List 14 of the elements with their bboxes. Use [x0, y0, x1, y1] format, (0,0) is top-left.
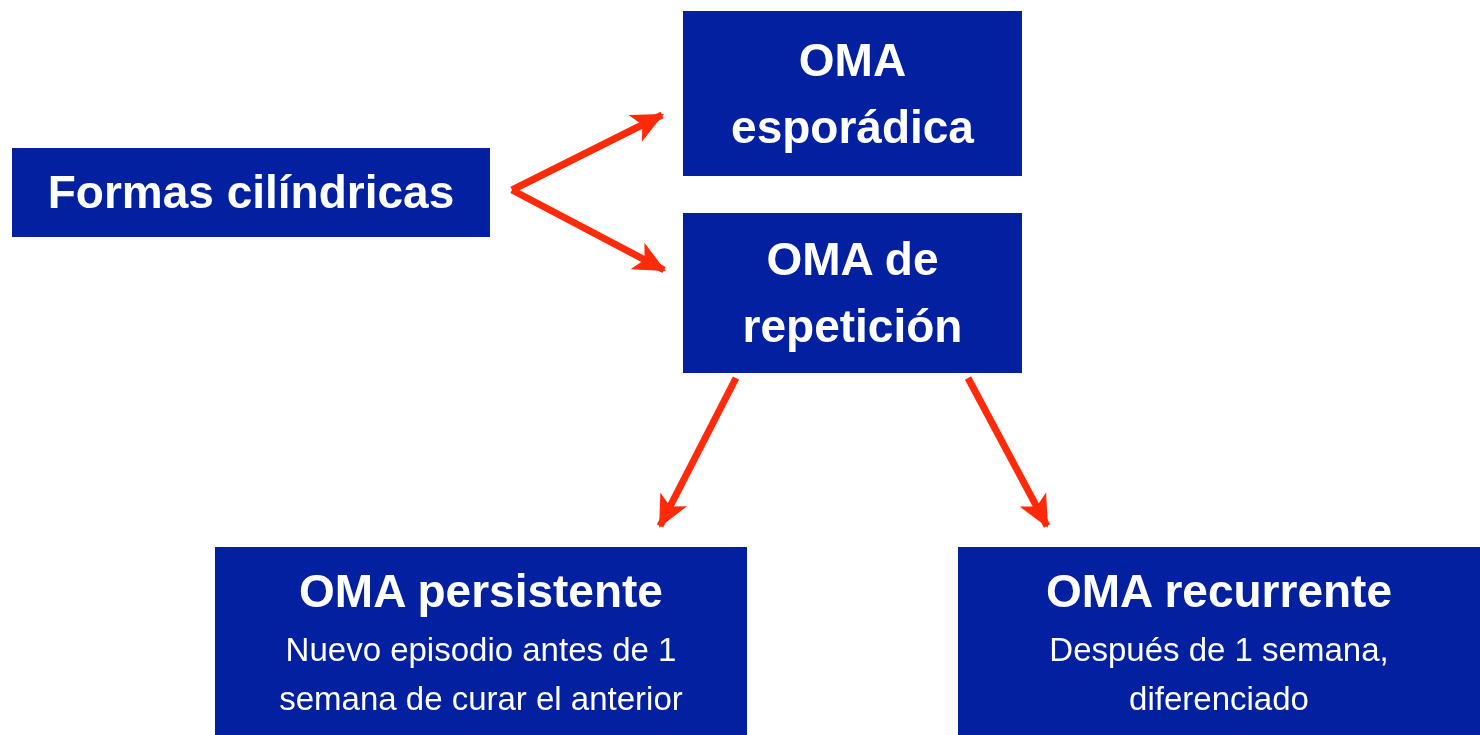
box-title: OMA recurrente	[1046, 564, 1392, 620]
box-description: Nuevo episodio antes de 1 semana de curar el anterior	[278, 629, 684, 720]
arrow	[964, 376, 1051, 528]
box-description: Después de 1 semana, diferenciado	[1048, 629, 1390, 720]
arrow	[656, 376, 740, 528]
process-box	[683, 11, 1022, 176]
process-box	[215, 547, 747, 735]
process-box	[683, 213, 1022, 373]
box-title: OMA persistente	[299, 564, 663, 620]
box-title: OMA esporádica	[730, 32, 975, 155]
box-title: Formas cilíndricas	[47, 165, 455, 221]
box-title: OMA de repetición	[741, 232, 964, 354]
process-box	[958, 547, 1480, 735]
process-box	[12, 148, 490, 237]
